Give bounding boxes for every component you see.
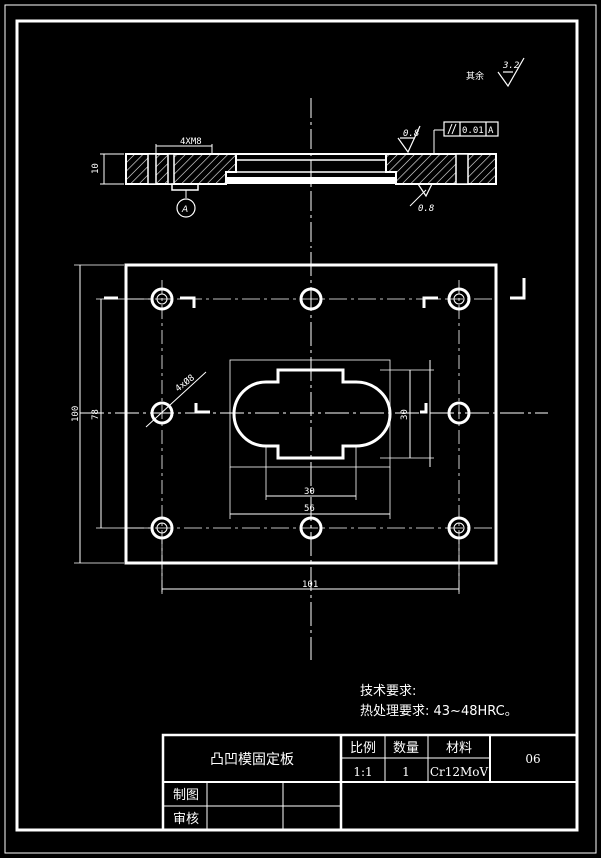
surface-finish-rest: 其余 3.2 bbox=[466, 57, 525, 88]
thickness-dim: 10 bbox=[91, 163, 101, 174]
hole bbox=[299, 516, 323, 540]
hole bbox=[447, 287, 471, 311]
datum-label: A bbox=[181, 205, 188, 215]
technical-requirements: 技术要求: 热处理要求: 43~48HRC。 bbox=[360, 684, 518, 719]
dim-hole-span-y: 78 bbox=[91, 409, 101, 420]
col-scale-label: 比例 bbox=[350, 741, 376, 756]
drawing-number: 06 bbox=[525, 752, 540, 766]
scale-value: 1:1 bbox=[353, 765, 372, 779]
col-material-label: 材料 bbox=[446, 741, 472, 756]
tolerance-datum: A bbox=[488, 126, 494, 136]
plan-view: 4xØ8 100 78 30 30 56 101 bbox=[71, 252, 548, 660]
part-name: 凸凹模固定板 bbox=[210, 752, 294, 768]
surface-finish-bottom: 0.8 bbox=[418, 204, 434, 214]
drawn-by-label: 制图 bbox=[173, 788, 199, 803]
hole bbox=[447, 401, 471, 425]
requirements-line1: 热处理要求: 43~48HRC。 bbox=[360, 704, 518, 719]
section-view: 4XM8 10 A 0.8 0.8 0.01 A bbox=[91, 98, 499, 248]
tolerance-frame bbox=[443, 121, 499, 137]
dim-overall-width: 101 bbox=[302, 580, 318, 590]
surface-finish-rest-value: 3.2 bbox=[502, 61, 519, 71]
dim-cavity-height: 30 bbox=[400, 409, 410, 420]
dim-cavity-outer-width: 56 bbox=[304, 504, 315, 514]
plate-outline bbox=[124, 263, 498, 565]
surface-finish-top: 0.8 bbox=[403, 129, 419, 139]
thread-note: 4XM8 bbox=[180, 137, 202, 147]
hole bbox=[150, 516, 174, 540]
title-block: 凸凹模固定板 比例 数量 材料 1:1 1 Cr12MoV 06 制图 审核 bbox=[161, 733, 579, 832]
dim-cavity-inner-width: 30 bbox=[304, 487, 315, 497]
qty-value: 1 bbox=[402, 765, 410, 779]
requirements-title: 技术要求: bbox=[360, 684, 416, 699]
tolerance-value: 0.01 bbox=[462, 126, 484, 136]
outer-border bbox=[4, 4, 597, 854]
checked-by-label: 审核 bbox=[173, 812, 199, 827]
material-value: Cr12MoV bbox=[430, 765, 489, 779]
hole bbox=[447, 516, 471, 540]
hole bbox=[299, 287, 323, 311]
hole bbox=[150, 287, 174, 311]
surface-finish-rest-label: 其余 bbox=[466, 70, 484, 82]
dim-overall-height: 100 bbox=[71, 406, 81, 422]
hole bbox=[150, 401, 174, 425]
cavity-outline bbox=[232, 368, 392, 460]
col-qty-label: 数量 bbox=[393, 741, 419, 756]
